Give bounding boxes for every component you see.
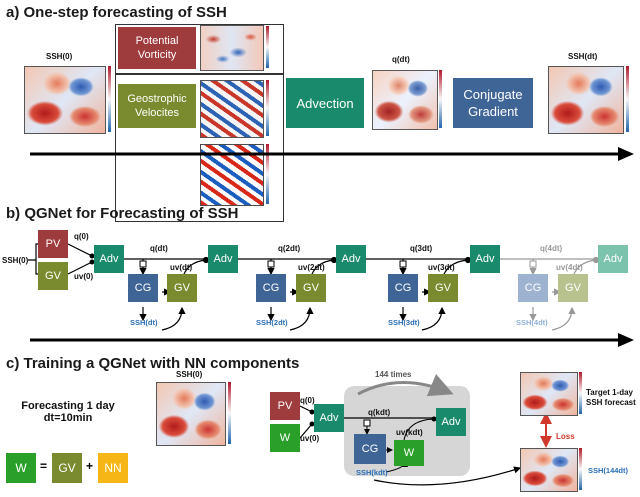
sshdt-colorbar	[626, 66, 629, 132]
forecast-line-1: Forecasting 1 day	[21, 400, 115, 412]
vorticity-map	[200, 25, 264, 71]
q0-label-c: q(0)	[300, 396, 315, 405]
q0-label-b: q(0)	[74, 232, 89, 241]
nn-box-legend: NN	[98, 453, 128, 483]
target-label: Target 1-day SSH forecast	[586, 388, 636, 407]
vorticity-colorbar	[266, 26, 269, 68]
equals-sign: =	[40, 459, 48, 473]
gv-box-b-1: GV	[167, 274, 197, 302]
uv-4dt-label: uv(4dt)	[556, 263, 583, 272]
ssh0-colorbar-c	[228, 382, 231, 444]
gv-box-legend: GV	[52, 453, 82, 483]
ssh0-map-c	[156, 382, 226, 446]
ssh0-label: SSH(0)	[46, 52, 73, 61]
q-dt-label: q(dt)	[150, 244, 168, 253]
uvkdt-label: uv(kdt)	[396, 428, 423, 437]
cg-box-c: CG	[354, 434, 386, 464]
adv-box-b-0: Adv	[94, 245, 124, 273]
section-c-title: c) Training a QGNet with NN components	[6, 355, 300, 372]
gv-box-b-2: GV	[296, 274, 326, 302]
forecast-info: Forecasting 1 day dt=10min	[18, 400, 118, 424]
ssh0-map	[24, 66, 106, 134]
qkdt-label: q(kdt)	[368, 408, 391, 417]
target-colorbar	[579, 372, 582, 414]
ssh-4dt-label: SSH(4dt)	[516, 318, 548, 327]
plus-sign: +	[86, 459, 94, 473]
predicted-colorbar	[579, 448, 582, 490]
loss-label: Loss	[556, 432, 575, 441]
adv-box-c-1: Adv	[436, 408, 466, 436]
adv-box-b-4: Adv	[598, 245, 628, 273]
geostrophic-velocities-box: Geostrophic Velocites	[118, 84, 196, 128]
potential-vorticity-box: Potential Vorticity	[118, 27, 196, 69]
pv-box-b: PV	[38, 230, 68, 258]
predicted-ssh-map	[520, 448, 578, 492]
forecast-line-2: dt=10min	[43, 412, 93, 424]
conjugate-gradient-box: Conjugate Gradient	[453, 78, 533, 128]
ssh-2dt-label: SSH(2dt)	[256, 318, 288, 327]
cg-box-b-2: CG	[256, 274, 286, 302]
section-b-title: b) QGNet for Forecasting of SSH	[6, 205, 239, 222]
uv0-label-c: uv(0)	[300, 434, 320, 443]
sshdt-map	[548, 66, 624, 134]
pv-box-c: PV	[270, 392, 300, 420]
sshdt-label: SSH(dt)	[568, 52, 598, 61]
timeline-arrow-a	[30, 147, 634, 161]
q-3dt-label: q(3dt)	[410, 244, 433, 253]
ssh144-label: SSH(144dt)	[588, 466, 629, 475]
adv-box-b-2: Adv	[336, 245, 366, 273]
qdt-colorbar	[439, 70, 442, 128]
adv-box-c-0: Adv	[314, 404, 344, 432]
velocity-v-colorbar	[266, 144, 269, 204]
cg-box-b-4: CG	[518, 274, 548, 302]
gv-box-b: GV	[38, 262, 68, 290]
cg-box-b-3: CG	[388, 274, 418, 302]
section-a-title: a) One-step forecasting of SSH	[6, 4, 227, 21]
uv0-label-b: uv(0)	[74, 272, 94, 281]
w-box-c-input: W	[270, 424, 300, 452]
gv-box-b-3: GV	[428, 274, 458, 302]
uv-3dt-label: uv(3dt)	[428, 263, 455, 272]
adv-box-b-3: Adv	[470, 245, 500, 273]
velocity-u-colorbar	[266, 80, 269, 136]
pv-panel	[115, 24, 284, 74]
qdt-label: q(dt)	[392, 55, 410, 64]
q-2dt-label: q(2dt)	[278, 244, 301, 253]
qdt-map	[372, 70, 438, 130]
ssh-3dt-label: SSH(3dt)	[388, 318, 420, 327]
training-diagram-lines	[299, 374, 552, 486]
times-label: 144 times	[375, 370, 412, 379]
target-ssh-map	[520, 372, 578, 416]
sshkdt-label: SSH(kdt)	[356, 468, 388, 477]
advection-box: Advection	[286, 78, 364, 128]
ssh0-label-b: SSH(0)	[2, 256, 29, 265]
q-4dt-label: q(4dt)	[540, 244, 563, 253]
uv-dt-label: uv(dt)	[170, 263, 193, 272]
adv-box-b-1: Adv	[208, 245, 238, 273]
uv-2dt-label: uv(2dt)	[298, 263, 325, 272]
ssh0-label-c: SSH(0)	[176, 370, 203, 379]
gv-panel	[115, 74, 284, 222]
velocity-map-u	[200, 80, 264, 138]
w-box-legend: W	[6, 453, 36, 483]
ssh0-colorbar	[108, 66, 111, 132]
cg-box-b-1: CG	[128, 274, 158, 302]
gv-box-b-4: GV	[558, 274, 588, 302]
ssh-dt-label: SSH(dt)	[130, 318, 158, 327]
w-box-c-step: W	[394, 440, 424, 466]
